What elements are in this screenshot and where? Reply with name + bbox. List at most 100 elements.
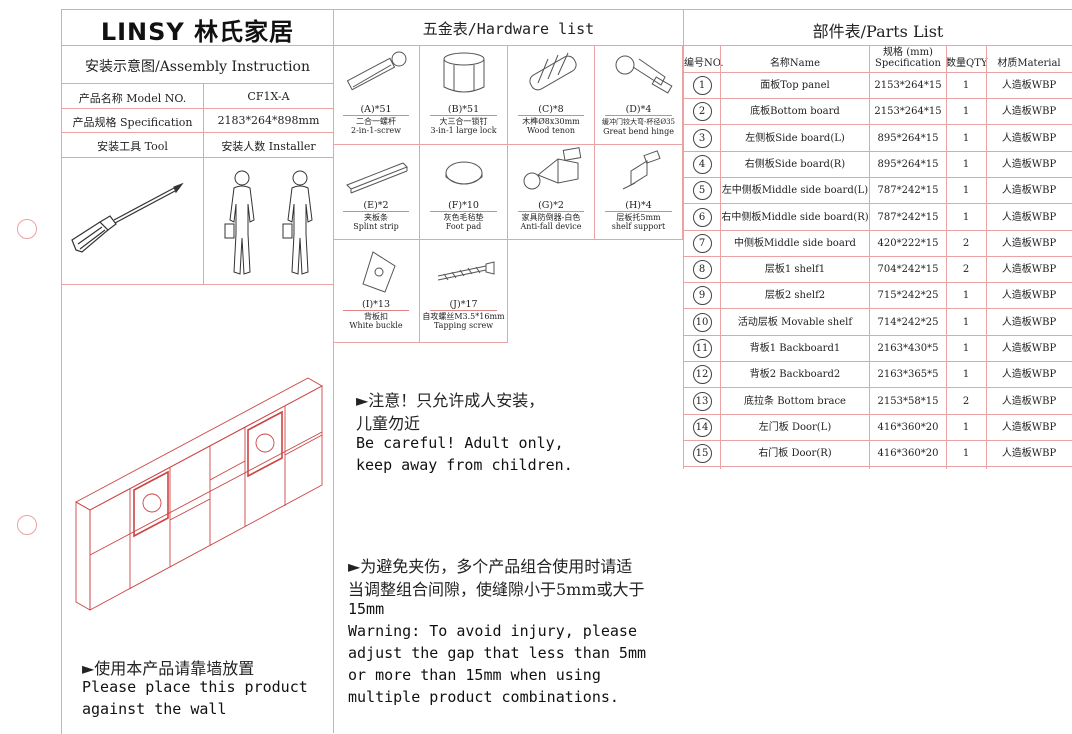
part-name: 层板1 shelf1 bbox=[764, 264, 826, 276]
header-no: 编号NO. bbox=[684, 58, 724, 69]
hardware-title: 五金表/Hardware list bbox=[422, 20, 595, 38]
hardware-qty: (C)*8 bbox=[518, 105, 584, 116]
part-qty: 2 bbox=[962, 237, 970, 249]
parts-title: 部件表/Parts List bbox=[812, 22, 944, 41]
part-material: 人造板WBP bbox=[1001, 316, 1057, 328]
part-material: 人造板WBP bbox=[1001, 343, 1057, 354]
hardware-cn: 缓冲门铰大弯-杯径Ø35 bbox=[601, 117, 675, 126]
hardware-en: 2-in-1-screw bbox=[351, 126, 401, 135]
part-material: 人造板WBP bbox=[1001, 80, 1057, 91]
hardware-cn: 木榫Ø8x30mm bbox=[522, 116, 580, 126]
warning-en-4: multiple product combinations. bbox=[348, 688, 619, 706]
part-name: 面板Top panel bbox=[760, 80, 830, 91]
part-spec: 2153*58*15 bbox=[877, 395, 939, 407]
part-spec: 895*264*15 bbox=[877, 132, 939, 144]
header-spec: 规格 (mm) Specification bbox=[875, 47, 941, 69]
hinge-icon bbox=[615, 55, 673, 94]
warning-en-3: or more than 15mm when using bbox=[348, 666, 601, 684]
hardware-cn: 层板托5mm bbox=[616, 212, 661, 222]
tapping-screw-icon bbox=[437, 261, 495, 281]
part-number: 6 bbox=[692, 207, 712, 227]
part-material: 人造板WBP bbox=[1001, 185, 1057, 197]
part-qty: 1 bbox=[962, 132, 970, 144]
spec-label: 产品规格 Specification bbox=[72, 116, 193, 129]
hardware-qty: (D)*4 bbox=[605, 105, 672, 116]
warning-en-2: adjust the gap that less than 5mm bbox=[348, 644, 647, 662]
screwdriver-icon bbox=[71, 182, 184, 253]
part-number: 7 bbox=[692, 233, 712, 253]
hardware-qty: (E)*2 bbox=[343, 201, 409, 212]
part-name: 底拉条 Bottom brace bbox=[744, 395, 846, 407]
back-buckle-icon bbox=[362, 251, 396, 293]
sheet-frame bbox=[61, 9, 1072, 734]
caution-cn-1: ►注意！只允许成人安装， bbox=[356, 391, 545, 410]
hardware-en: Splint strip bbox=[353, 222, 399, 231]
part-name: 底板Bottom board bbox=[750, 106, 840, 118]
cam-screw-icon bbox=[346, 51, 407, 91]
brand-logo: LINSY 林氏家居 bbox=[100, 18, 295, 46]
part-material: 人造板WBP bbox=[1001, 106, 1057, 118]
assembly-title: 安装示意图/Assembly Instruction bbox=[84, 59, 310, 75]
foot-pad-icon bbox=[445, 161, 483, 185]
part-number: 11 bbox=[692, 339, 712, 358]
wood-tenon-icon bbox=[529, 52, 577, 91]
part-qty: 2 bbox=[962, 395, 970, 407]
part-material: 人造板WBP bbox=[1001, 132, 1057, 144]
part-spec: 420*222*15 bbox=[877, 237, 939, 249]
part-qty: 1 bbox=[962, 316, 970, 328]
hardware-en: Tapping screw bbox=[433, 321, 494, 330]
hardware-cn: 自攻螺丝M3.5*16mm bbox=[422, 311, 505, 321]
spec-value: 2183*264*898mm bbox=[217, 114, 320, 127]
part-qty: 1 bbox=[962, 369, 970, 381]
part-spec: 714*242*25 bbox=[877, 316, 939, 328]
part-number: 15 bbox=[692, 444, 712, 464]
part-material: 人造板WBP bbox=[1001, 290, 1057, 302]
part-number: 1 bbox=[692, 76, 712, 95]
hardware-qty: (B)*51 bbox=[430, 105, 497, 116]
part-spec: 416*360*20 bbox=[877, 421, 939, 433]
part-spec: 2163*365*5 bbox=[877, 369, 939, 381]
part-material: 人造板WBP bbox=[1001, 421, 1057, 433]
shelf-support-icon bbox=[622, 150, 661, 190]
part-qty: 1 bbox=[962, 448, 970, 460]
part-qty: 1 bbox=[962, 421, 970, 433]
hardware-en: Great bend hinge bbox=[603, 127, 674, 136]
part-number: 2 bbox=[692, 102, 712, 122]
part-spec: 715*242*25 bbox=[877, 290, 939, 302]
hardware-en: Wood tenon bbox=[526, 126, 576, 135]
header-name: 名称Name bbox=[769, 58, 821, 69]
hardware-cn: 灰色毛毡垫 bbox=[443, 212, 484, 222]
part-material: 人造板WBP bbox=[1001, 211, 1057, 223]
part-name: 活动层板 Movable shelf bbox=[737, 316, 853, 328]
warning-cn-1: ►为避免夹伤，多个产品组合使用时请适 bbox=[348, 557, 633, 576]
wall-shelf-cabinet-drawing bbox=[75, 377, 323, 611]
part-name: 右侧板Side board(R) bbox=[744, 158, 846, 170]
hardware-en: Foot pad bbox=[445, 222, 482, 231]
cam-lock-icon bbox=[443, 52, 485, 93]
part-spec: 787*242*15 bbox=[877, 185, 939, 197]
part-spec: 2153*264*15 bbox=[874, 106, 942, 118]
part-name: 层板2 shelf2 bbox=[764, 290, 826, 302]
anti-fall-device-icon bbox=[523, 147, 582, 190]
part-number: 12 bbox=[692, 365, 712, 385]
wall-note-cn: ►使用本产品请靠墙放置 bbox=[82, 659, 255, 678]
binder-hole-top bbox=[17, 219, 37, 239]
part-number: 8 bbox=[692, 260, 712, 280]
part-qty: 1 bbox=[962, 290, 970, 302]
part-number: 14 bbox=[692, 417, 712, 437]
part-name: 左侧板Side board(L) bbox=[745, 132, 845, 144]
